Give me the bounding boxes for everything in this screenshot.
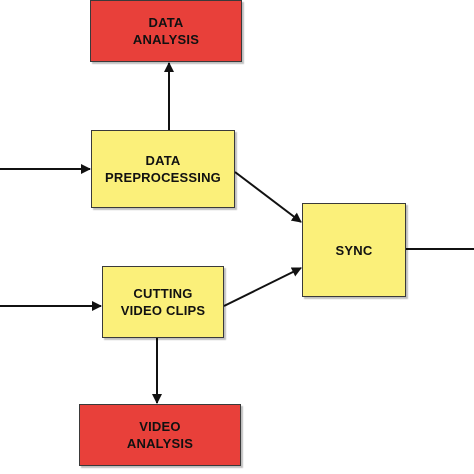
edge-data-preprocessing-to-sync [234, 171, 302, 223]
data-analysis-line-1: DATA [148, 15, 184, 30]
data-analysis-line-2: ANALYSIS [132, 32, 200, 47]
video-analysis-node[interactable]: VIDEO ANALYSIS [79, 404, 241, 466]
data-preprocessing-node[interactable]: DATA PREPROCESSING [91, 130, 235, 208]
video-analysis-line-1: VIDEO [139, 419, 181, 434]
video-analysis-line-2: ANALYSIS [126, 436, 194, 451]
data-preprocessing-line-2: PREPROCESSING [104, 170, 221, 185]
sync-node[interactable]: SYNC [302, 203, 406, 297]
cutting-video-clips-line-2: VIDEO CLIPS [120, 303, 206, 318]
data-analysis-node[interactable]: DATA ANALYSIS [90, 0, 242, 62]
edge-cutting-video-clips-to-sync [223, 267, 302, 307]
cutting-video-clips-node[interactable]: CUTTING VIDEO CLIPS [102, 266, 224, 338]
data-preprocessing-line-1: DATA [145, 153, 181, 168]
cutting-video-clips-line-1: CUTTING [133, 286, 193, 301]
sync-label: SYNC [335, 242, 373, 258]
